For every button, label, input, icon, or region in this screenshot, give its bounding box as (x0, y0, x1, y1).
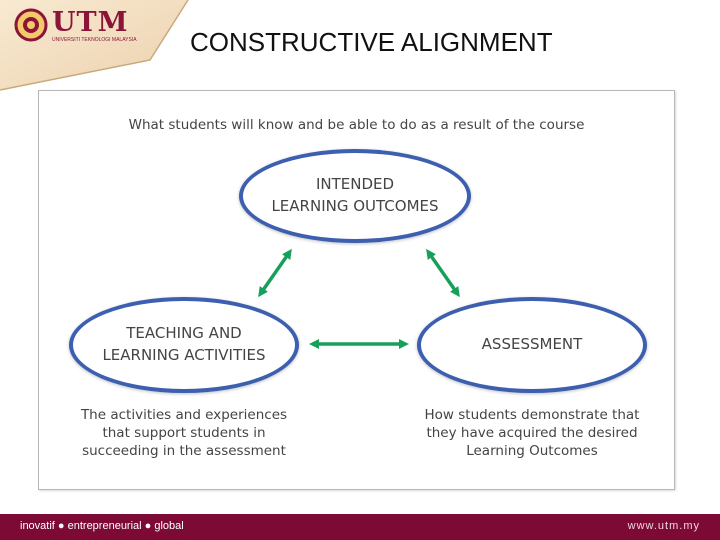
caption-activities-line1: The activities and experiences (80, 407, 288, 423)
caption-activities: The activities and experiences that supp… (59, 406, 309, 461)
page-title: CONSTRUCTIVE ALIGNMENT (190, 27, 553, 57)
caption-assessment: How students demonstrate that they have … (407, 406, 657, 461)
caption-assessment-line2: they have acquired the desired (426, 425, 638, 442)
node-teaching-learning-activities: TEACHING AND LEARNING ACTIVITIES (69, 297, 299, 393)
diagram-frame: What students will know and be able to d… (38, 90, 675, 490)
caption-assessment-line1: How students demonstrate that (424, 407, 640, 423)
arrows-layer (258, 248, 460, 349)
footer-tagline: inovatif ● entrepreneurial ● global (20, 520, 184, 532)
top-caption: What students will know and be able to d… (128, 117, 585, 133)
node-outcomes-line2: LEARNING OUTCOMES (271, 197, 439, 215)
crest-icon (14, 8, 48, 42)
utm-logo: UTM UNIVERSITI TEKNOLOGI MALAYSIA (14, 6, 137, 46)
caption-assessment-line3: Learning Outcomes (466, 443, 598, 460)
node-assessment: ASSESSMENT (417, 297, 647, 393)
logo-subtext: UNIVERSITI TEKNOLOGI MALAYSIA (52, 37, 137, 43)
logo-text: UTM (52, 7, 129, 38)
footer-url: www.utm.my (627, 520, 700, 532)
caption-activities-line3: succeeding in the assessment (82, 443, 286, 460)
node-assessment-line1: ASSESSMENT (481, 335, 583, 354)
node-outcomes-line1: INTENDED (315, 175, 395, 194)
node-activities-line2: LEARNING ACTIVITIES (102, 346, 266, 364)
arrow-outcomes-activities (258, 248, 292, 298)
arrow-outcomes-assessment (426, 248, 460, 298)
node-intended-learning-outcomes: INTENDED LEARNING OUTCOMES (239, 149, 471, 243)
footer-bar: inovatif ● entrepreneurial ● global www.… (0, 514, 720, 540)
node-activities-line1: TEACHING AND (126, 324, 242, 343)
caption-activities-line2: that support students in (102, 425, 266, 442)
